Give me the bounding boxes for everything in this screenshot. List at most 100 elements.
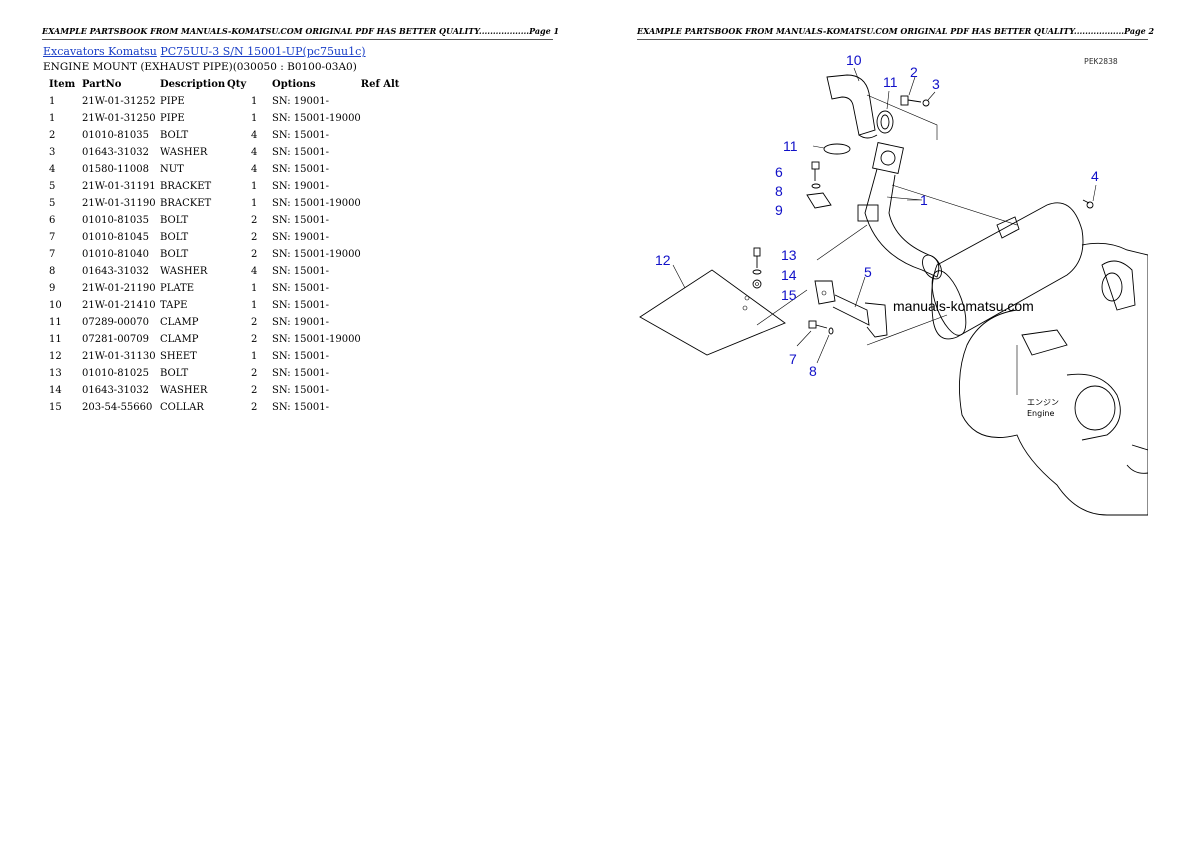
cell-refalt (361, 348, 411, 365)
callout-9: 9 (775, 202, 783, 218)
col-item: Item (49, 79, 76, 90)
cell-description: BOLT (160, 249, 189, 260)
cell-description: BOLT (160, 215, 189, 226)
callout-15: 15 (781, 287, 797, 303)
leader-line (816, 334, 830, 364)
cell-partno: 01010-81035 (82, 215, 150, 226)
cell-description: BOLT (160, 368, 189, 379)
breadcrumb: Excavators Komatsu PC75UU-3 S/N 15001-UP… (43, 45, 366, 58)
cell-partno: 203-54-55660 (82, 402, 153, 413)
cell-qty: 1 (251, 96, 258, 107)
callout-10: 10 (846, 52, 862, 68)
cell-item: 3 (49, 147, 56, 158)
breadcrumb-link-model[interactable]: PC75UU-3 S/N 15001-UP(pc75uu1c) (160, 45, 366, 58)
cell-item: 13 (49, 368, 62, 379)
cell-item: 9 (49, 283, 56, 294)
cell-item: 5 (49, 181, 56, 192)
cell-partno: 21W-01-31252 (82, 96, 156, 107)
cell-item: 10 (49, 300, 62, 311)
cell-qty: 4 (251, 164, 258, 175)
cell-refalt (361, 110, 411, 127)
cell-item: 14 (49, 385, 62, 396)
cell-description: PLATE (160, 283, 195, 294)
leader-line (854, 276, 866, 308)
cell-item: 8 (49, 266, 56, 277)
cell-options: SN: 15001-19000 (272, 334, 361, 345)
cell-options: SN: 15001- (272, 164, 329, 175)
cell-refalt (361, 93, 411, 110)
cell-options: SN: 15001- (272, 351, 329, 362)
frame-line (866, 314, 948, 346)
cell-qty: 4 (251, 147, 258, 158)
cell-qty: 2 (251, 249, 258, 260)
cell-refalt (361, 212, 411, 229)
callout-6: 6 (775, 164, 783, 180)
watermark: manuals-komatsu.com (893, 298, 1034, 314)
cell-partno: 01643-31032 (82, 385, 150, 396)
cell-description: WASHER (160, 385, 208, 396)
bolt-washer-lower (808, 320, 834, 335)
cell-options: SN: 19001- (272, 232, 329, 243)
frame-line (816, 224, 868, 261)
cell-qty: 2 (251, 232, 258, 243)
cell-options: SN: 15001- (272, 283, 329, 294)
breadcrumb-link-category[interactable]: Excavators Komatsu (43, 45, 157, 58)
callout-8-lower: 8 (809, 363, 817, 379)
col-qty: Qty (227, 79, 247, 90)
callout-2: 2 (910, 64, 918, 80)
table-header-row: Item PartNo Description Qty Options Ref … (44, 76, 411, 93)
cell-partno: 21W-01-21410 (82, 300, 156, 311)
page-2-header: EXAMPLE PARTSBOOK FROM MANUALS-KOMATSU.C… (637, 26, 1154, 40)
cell-refalt (361, 314, 411, 331)
cell-item: 1 (49, 96, 56, 107)
exploded-parts-diagram: PEK2838 (639, 52, 1148, 516)
callout-8: 8 (775, 183, 783, 199)
parts-table: Item PartNo Description Qty Options Ref … (44, 76, 411, 416)
cell-refalt (361, 246, 411, 263)
bracket-part (814, 280, 888, 338)
leader-line (908, 76, 916, 96)
cell-partno: 01010-81045 (82, 232, 150, 243)
callout-5: 5 (864, 264, 872, 280)
cell-options: SN: 15001- (272, 385, 329, 396)
cell-options: SN: 15001- (272, 130, 329, 141)
cell-item: 1 (49, 113, 56, 124)
cell-options: SN: 19001- (272, 96, 329, 107)
callout-14: 14 (781, 267, 797, 283)
cell-partno: 01643-31032 (82, 147, 150, 158)
cell-item: 2 (49, 130, 56, 141)
cell-description: TAPE (160, 300, 188, 311)
cell-qty: 1 (251, 181, 258, 192)
cell-qty: 2 (251, 402, 258, 413)
bolt-washer-top (900, 95, 930, 107)
cell-item: 4 (49, 164, 56, 175)
bolt-washer-plate-left (806, 161, 832, 209)
leader-line (927, 91, 936, 101)
exhaust-pipe-part (857, 142, 942, 280)
leader-line (886, 196, 923, 201)
clamp-lower-part (812, 143, 851, 155)
cell-options: SN: 15001- (272, 147, 329, 158)
engine-label-en: Engine (1027, 409, 1054, 418)
cell-options: SN: 15001- (272, 368, 329, 379)
page-title: ENGINE MOUNT (EXHAUST PIPE)(030050 : B01… (43, 61, 357, 73)
cell-refalt (361, 280, 411, 297)
cell-refalt (361, 297, 411, 314)
cell-options: SN: 15001- (272, 402, 329, 413)
cell-description: SHEET (160, 351, 197, 362)
leader-line (796, 330, 812, 347)
leader-line (672, 264, 686, 289)
clamp-upper-part (876, 110, 894, 134)
cell-partno: 01010-81025 (82, 368, 150, 379)
leader-line (886, 90, 890, 110)
